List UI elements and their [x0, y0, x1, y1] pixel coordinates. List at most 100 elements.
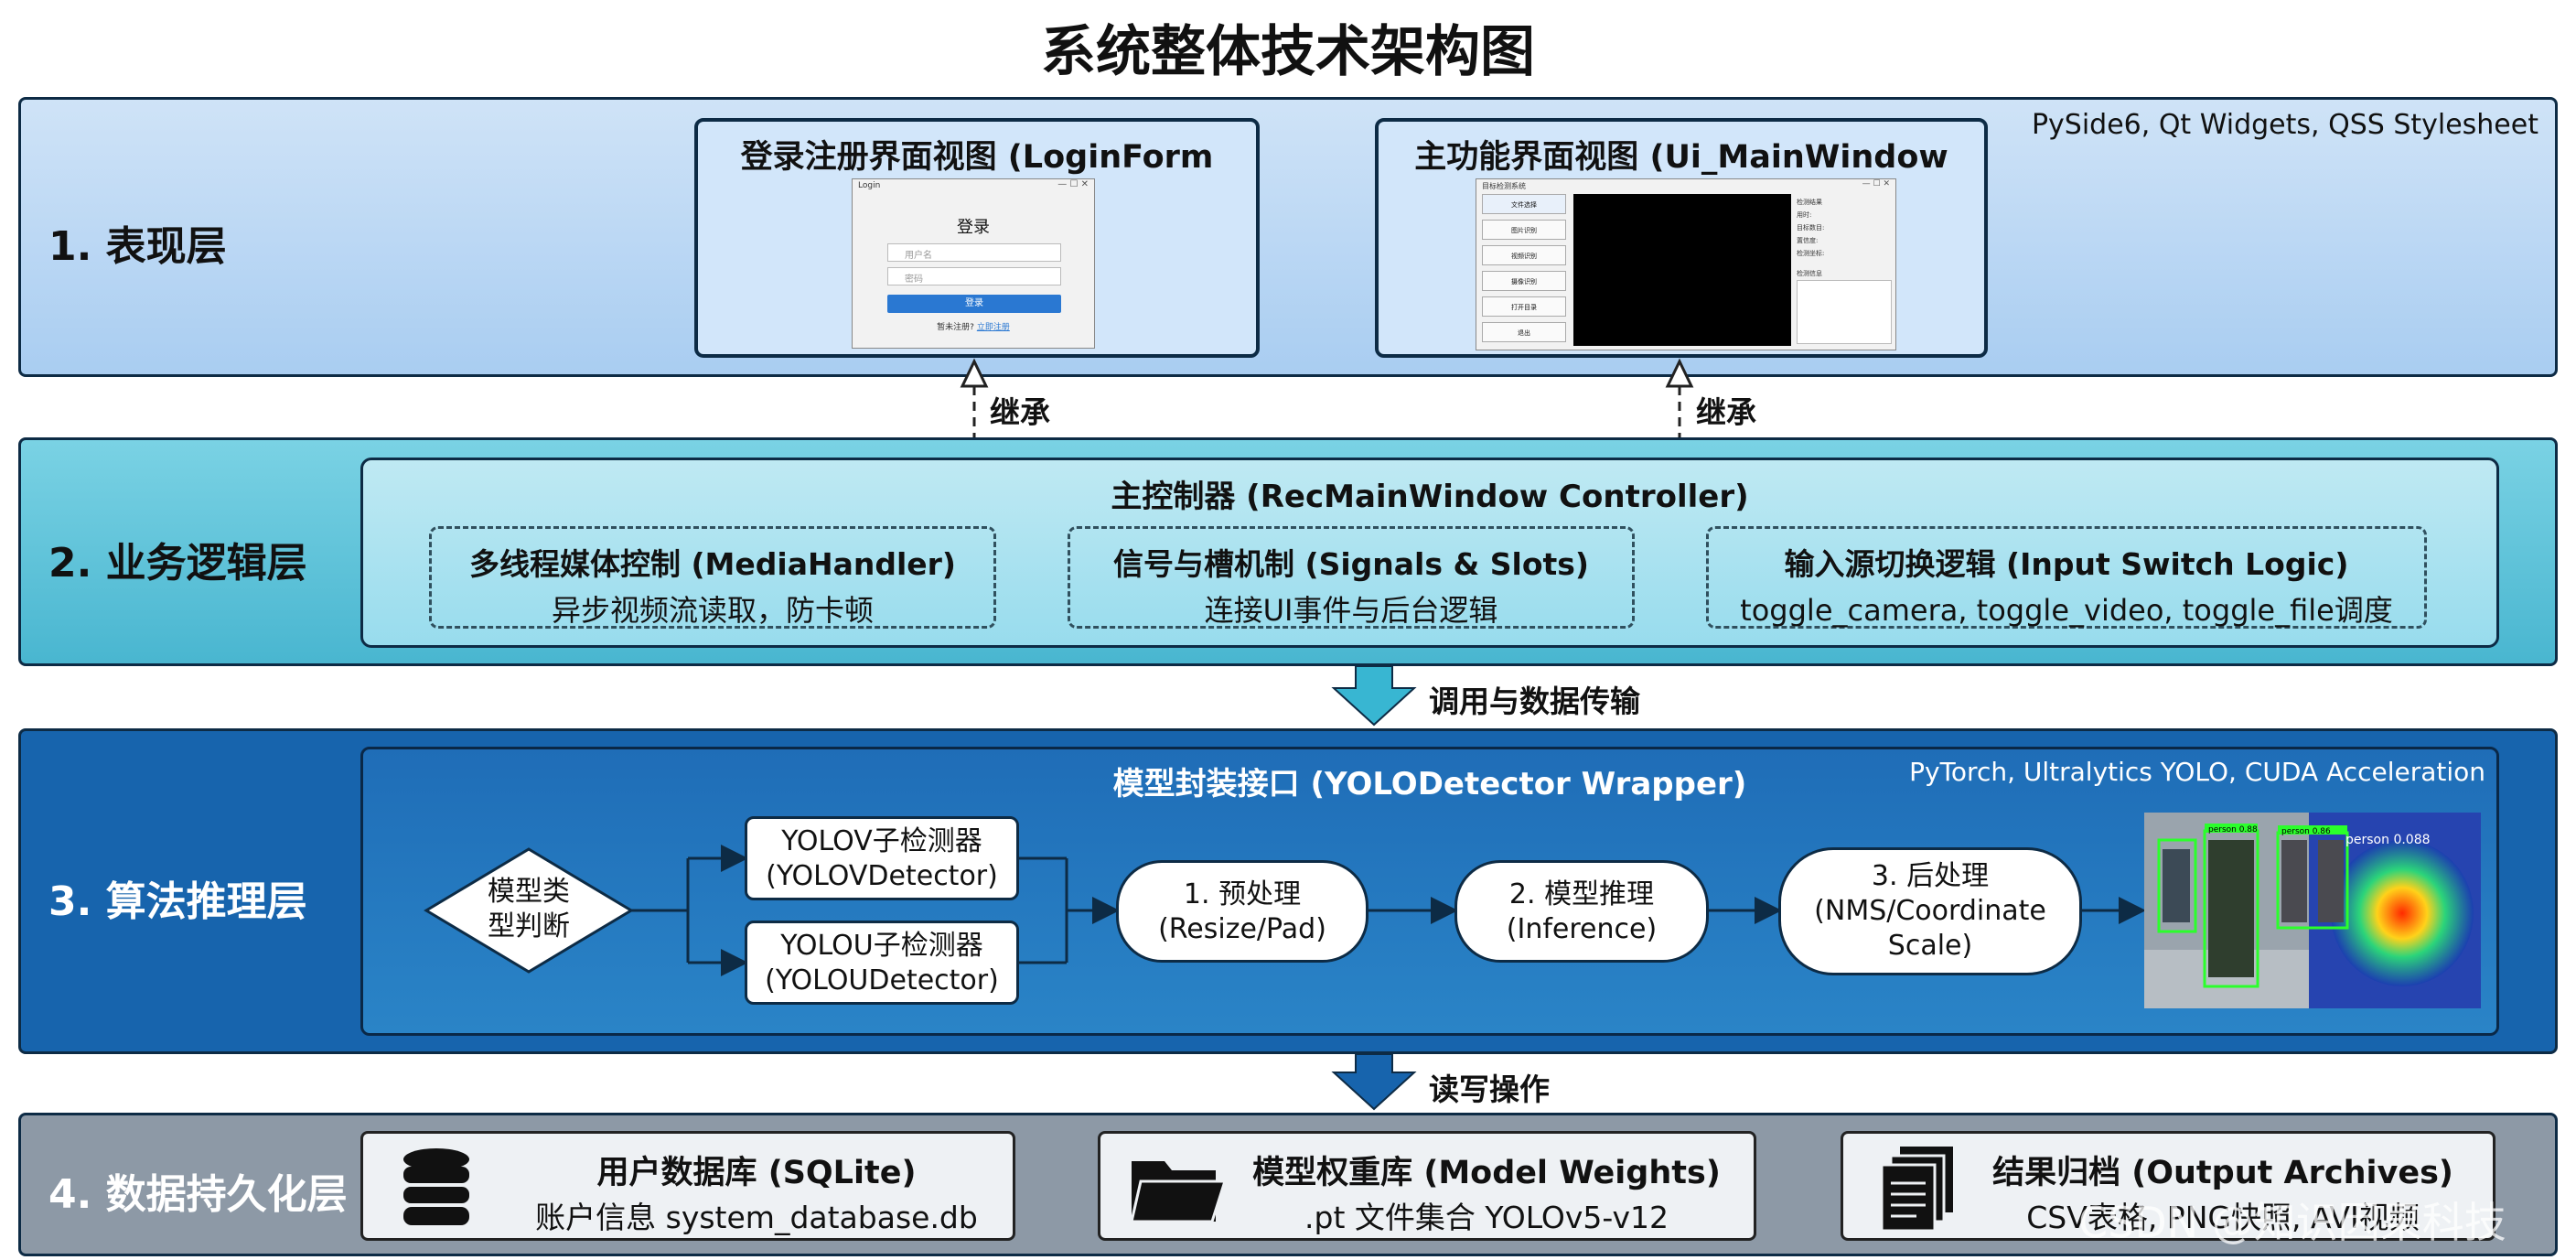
- module-title: 信号与槽机制 (Signals & Slots): [1113, 546, 1589, 582]
- layer-label: 1. 表现层: [48, 223, 227, 270]
- controller-title: 主控制器 (RecMainWindow Controller): [1111, 479, 1749, 515]
- detector-line: (YOLOVDetector): [766, 860, 998, 892]
- step-line: 1. 预处理: [1183, 878, 1302, 910]
- result-line: 置信度:: [1797, 237, 1819, 244]
- layer-label: 3. 算法推理层: [48, 878, 307, 925]
- sidebar: 文件选择 图片识别 视频识别 摄像识别 打开目录 退出: [1482, 194, 1570, 348]
- step-line: (Resize/Pad): [1158, 913, 1326, 945]
- inherit-arrow-left: [960, 358, 989, 458]
- database-icon: [403, 1148, 469, 1225]
- layer-label: 4. 数据持久化层: [48, 1171, 348, 1218]
- store-output-archives: 结果归档 (Output Archives) CSV表格, PNG快照, AVI…: [1841, 1131, 2496, 1241]
- inherit-label-right: 继承: [1696, 394, 1756, 430]
- decision-label: 模型类 型判断: [457, 875, 600, 944]
- store-sub: 账户信息 system_database.db: [535, 1200, 978, 1235]
- window-caption: Login: [858, 181, 881, 190]
- module-title: 输入源切换逻辑 (Input Switch Logic): [1784, 546, 2349, 582]
- store-title: 用户数据库 (SQLite): [596, 1155, 917, 1191]
- store-text: 结果归档 (Output Archives) CSV表格, PNG快照, AVI…: [1971, 1147, 2474, 1237]
- decision-diamond: [424, 847, 634, 974]
- step-line: (Inference): [1506, 913, 1658, 945]
- username-input[interactable]: 用户名: [887, 243, 1061, 262]
- decision-line: 型判断: [488, 910, 570, 942]
- step-line: Scale): [1887, 930, 1973, 962]
- documents-icon: [1880, 1147, 1953, 1233]
- sidebar-item[interactable]: 视频识别: [1482, 245, 1566, 265]
- detector-yolou: YOLOU子检测器 (YOLOUDetector): [745, 921, 1019, 1005]
- wrapper-box: 模型封装接口 (YOLODetector Wrapper) PyTorch, U…: [360, 747, 2499, 1036]
- username-placeholder: 用户名: [905, 251, 932, 261]
- module-sub: 连接UI事件与后台逻辑: [1204, 593, 1498, 628]
- step-inference: 2. 模型推理 (Inference): [1454, 860, 1709, 963]
- sidebar-item[interactable]: 摄像识别: [1482, 271, 1566, 291]
- store-user-database: 用户数据库 (SQLite) 账户信息 system_database.db: [360, 1131, 1015, 1241]
- result-line: 用时:: [1797, 211, 1812, 219]
- result-panel: 检测结果 用时: 目标数目: 置信度: 检测坐标: 检测信息: [1797, 196, 1892, 280]
- inherit-label-left: 继承: [990, 394, 1050, 430]
- rw-arrow: [1331, 1053, 1417, 1111]
- password-placeholder: 密码: [905, 275, 923, 285]
- detector-yolov: YOLOV子检测器 (YOLOVDetector): [745, 816, 1019, 900]
- video-display: [1573, 194, 1791, 346]
- result-line: 检测坐标:: [1797, 250, 1825, 257]
- watermark: CSDN @知识因果科技: [2078, 1198, 2506, 1247]
- sidebar-item[interactable]: 退出: [1482, 322, 1566, 342]
- detector-line: YOLOV子检测器: [781, 825, 982, 857]
- sidebar-item[interactable]: 文件选择: [1482, 194, 1566, 214]
- folder-icon: [1130, 1161, 1228, 1223]
- module-input-switch: 输入源切换逻辑 (Input Switch Logic) toggle_came…: [1706, 526, 2427, 629]
- detection-label: person 0.88: [2208, 825, 2258, 835]
- module-sub: 异步视频流读取，防卡顿: [551, 593, 874, 628]
- store-title: 模型权重库 (Model Weights): [1252, 1155, 1721, 1191]
- module-sub: toggle_camera, toggle_video, toggle_file…: [1740, 593, 2393, 628]
- result-line: 目标数目:: [1797, 224, 1825, 232]
- detection-label: person 0.088: [2345, 833, 2431, 847]
- module-signals-slots: 信号与槽机制 (Signals & Slots) 连接UI事件与后台逻辑: [1068, 526, 1635, 629]
- step-line: 3. 后处理: [1871, 860, 1990, 892]
- login-heading: 登录: [957, 218, 990, 237]
- layer-tech: PySide6, Qt Widgets, QSS Stylesheet: [2031, 109, 2538, 141]
- detector-line: YOLOU子检测器: [780, 930, 983, 962]
- module-title: 多线程媒体控制 (MediaHandler): [468, 546, 957, 582]
- window-controls: — ☐ ✕: [1862, 179, 1890, 188]
- register-link[interactable]: 立即注册: [976, 323, 1010, 332]
- info-heading: 检测信息: [1797, 270, 1822, 277]
- step-postprocess: 3. 后处理 (NMS/Coordinate Scale): [1778, 847, 2082, 975]
- step-line: 2. 模型推理: [1508, 878, 1655, 910]
- detection-preview-drawing: person 0.88 person 0.86 person 0.088: [2144, 813, 2481, 1008]
- detector-line: (YOLOUDetector): [765, 964, 999, 996]
- decision-line: 模型类: [488, 876, 570, 908]
- main-window-view: 主功能界面视图 (Ui_MainWindow View) 目标检测系统 — ☐ …: [1375, 118, 1988, 358]
- sidebar-item[interactable]: 打开目录: [1482, 296, 1566, 317]
- detection-preview-image: person 0.88 person 0.86 person 0.088: [2144, 813, 2481, 1008]
- store-model-weights: 模型权重库 (Model Weights) .pt 文件集合 YOLOv5-v1…: [1098, 1131, 1756, 1241]
- detection-label: person 0.86: [2281, 827, 2331, 836]
- rw-label: 读写操作: [1429, 1072, 1550, 1107]
- controller-box: 主控制器 (RecMainWindow Controller) 多线程媒体控制 …: [360, 458, 2499, 648]
- password-input[interactable]: 密码: [887, 267, 1061, 285]
- store-title: 结果归档 (Output Archives): [1992, 1155, 2453, 1191]
- module-media-handler: 多线程媒体控制 (MediaHandler) 异步视频流读取，防卡顿: [429, 526, 996, 629]
- main-window-preview: 目标检测系统 — ☐ ✕ 文件选择 图片识别 视频识别 摄像识别 打开目录 退出…: [1476, 178, 1896, 350]
- call-arrow: [1331, 665, 1417, 727]
- step-preprocess: 1. 预处理 (Resize/Pad): [1116, 860, 1368, 963]
- login-view: 登录注册界面视图 (LoginForm View) Login — ☐ ✕ 登录…: [694, 118, 1260, 358]
- wrapper-title: 模型封装接口 (YOLODetector Wrapper): [1112, 766, 1747, 802]
- page-title: 系统整体技术架构图: [1041, 20, 1535, 84]
- store-sub: .pt 文件集合 YOLOv5-v12: [1304, 1200, 1669, 1235]
- window-controls: — ☐ ✕: [1057, 179, 1089, 189]
- register-text: 暂未注册?: [937, 323, 974, 332]
- call-label: 调用与数据传输: [1429, 684, 1640, 719]
- inherit-arrow-right: [1665, 358, 1694, 458]
- login-window-preview: Login — ☐ ✕ 登录 用户名 密码 登录 暂未注册? 立即注册: [852, 178, 1095, 349]
- store-text: 模型权重库 (Model Weights) .pt 文件集合 YOLOv5-v1…: [1238, 1147, 1735, 1237]
- login-button[interactable]: 登录: [887, 295, 1061, 313]
- sidebar-item[interactable]: 图片识别: [1482, 220, 1566, 240]
- layer-label: 2. 业务逻辑层: [48, 540, 307, 587]
- register-line: 暂未注册? 立即注册: [853, 320, 1094, 332]
- result-heading: 检测结果: [1797, 199, 1822, 206]
- info-box: [1797, 280, 1892, 344]
- wrapper-tech: PyTorch, Ultralytics YOLO, CUDA Accelera…: [1909, 757, 2485, 787]
